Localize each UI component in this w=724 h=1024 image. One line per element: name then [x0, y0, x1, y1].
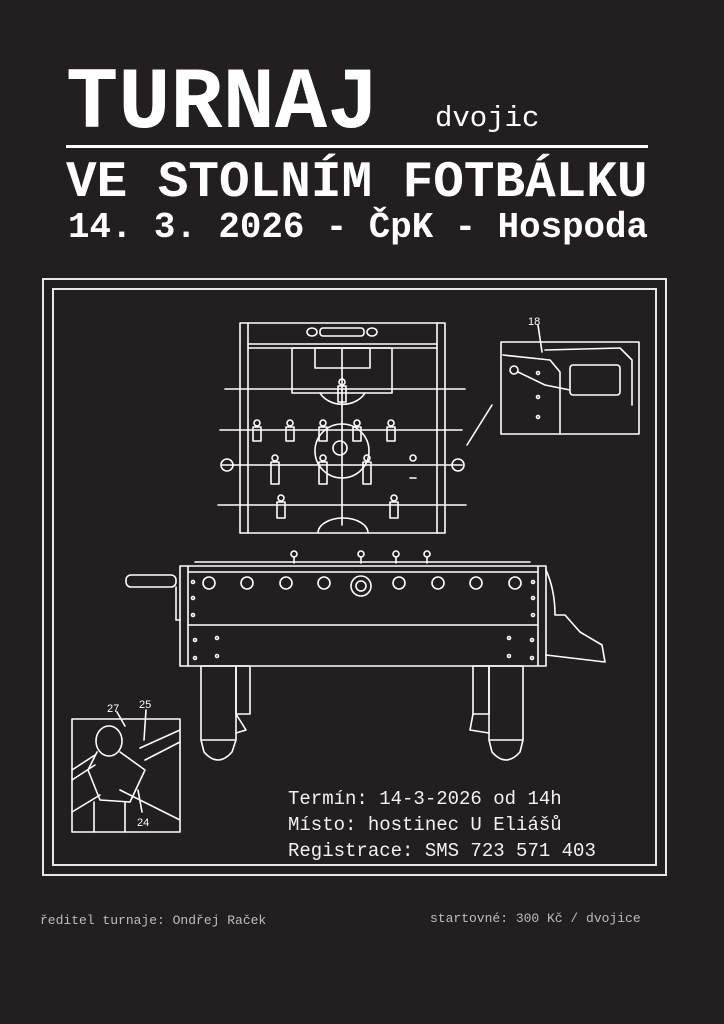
event-date-venue: 14. 3. 2026 - ČpK - Hospoda [68, 207, 649, 248]
poster-title-suffix: dvojic [435, 102, 540, 135]
table-top-view [217, 322, 467, 534]
player-figures [252, 378, 417, 519]
table-side-view [125, 550, 606, 761]
poster-subtitle: VE STOLNÍM FOTBÁLKU [66, 155, 648, 212]
player-rods [217, 388, 467, 506]
foosball-table-illustration: 18 [71, 316, 640, 833]
illustration-frame-outer [42, 278, 667, 876]
entry-fee: startovné: 300 Kč / dvojice [430, 911, 641, 926]
info-registration: Registrace: SMS 723 571 403 [288, 840, 596, 862]
illustration-frame-inner [52, 288, 657, 866]
tournament-info: Termín: 14-3-2026 od 14h Místo: hostinec… [288, 786, 596, 864]
poster-title: TURNAJ [66, 56, 380, 154]
info-place: Místo: hostinec U Eliášů [288, 814, 562, 836]
title-divider [66, 145, 648, 148]
tournament-director: ředitel turnaje: Ondřej Raček [40, 913, 267, 928]
detail-player-figure: 27 25 24 [71, 699, 181, 833]
callout-24: 24 [137, 817, 149, 829]
detail-handle-view: 18 [466, 316, 640, 446]
callout-25: 25 [139, 699, 151, 711]
callout-27: 27 [107, 703, 119, 715]
callout-18: 18 [528, 316, 540, 328]
info-date: Termín: 14-3-2026 od 14h [288, 788, 562, 810]
